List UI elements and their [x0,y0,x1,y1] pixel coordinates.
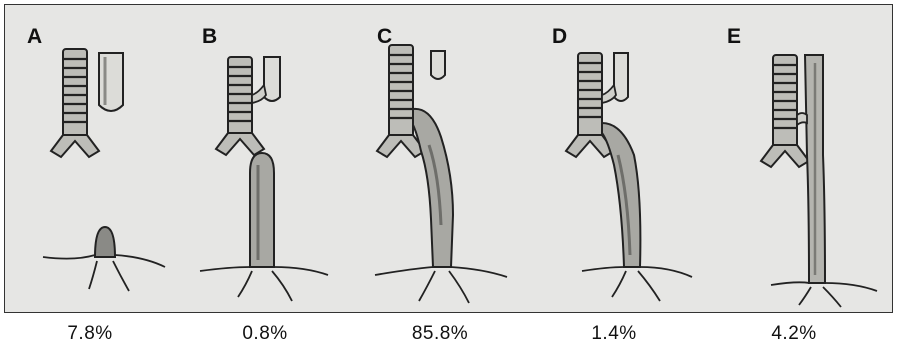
panel-b: B [180,5,355,312]
upper-pouch-a [99,53,123,111]
percent-a: 7.8% [10,323,170,345]
trachea-a [51,49,99,157]
lower-pouch-a [95,227,115,257]
illustration-c [355,5,530,314]
trachea-e [761,55,809,167]
proximal-fistula-d [602,85,616,103]
panel-e: E [705,5,894,312]
lower-pouch-b [250,153,274,267]
percent-c: 85.8% [360,323,520,345]
percent-e: 4.2% [714,323,874,345]
trachea-b [216,57,264,155]
illustration-e [705,5,894,314]
lower-esophagus-c [413,109,453,267]
percent-b: 0.8% [185,323,345,345]
percent-d: 1.4% [534,323,694,345]
figure-frame: A B [4,4,893,313]
illustration-d [530,5,705,314]
illustration-b [180,5,355,314]
panel-c: C [355,5,530,312]
lower-esophagus-d [602,123,640,267]
fistula-b [252,85,266,103]
panel-d: D [530,5,705,312]
h-fistula-e [797,113,807,125]
panel-a: A [5,5,180,312]
illustration-a [5,5,180,314]
upper-pouch-c [431,51,445,79]
